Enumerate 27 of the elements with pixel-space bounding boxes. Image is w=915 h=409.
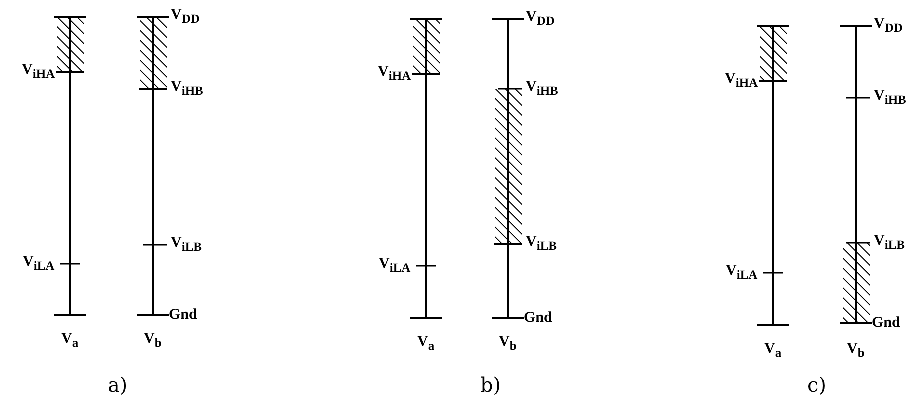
- axis-label: V$_{a}$: [418, 334, 435, 354]
- voltage-label: V$_{iHA}$: [378, 64, 412, 84]
- panel-caption: c): [808, 374, 827, 396]
- voltage-label: V$_{DD}$: [171, 6, 200, 28]
- voltage-label: V$_{iHA}$: [725, 70, 758, 92]
- voltage-label: V$_{iLB}$: [171, 234, 202, 256]
- axis-label: V$_{b}$: [144, 330, 162, 352]
- voltage-label: V$_{iLA}$: [379, 256, 411, 276]
- voltage-label: Gnd: [872, 314, 900, 332]
- voltage-label: V$_{iLB}$: [874, 232, 905, 254]
- axis-label: V$_{a}$: [62, 330, 79, 352]
- voltage-label: V$_{DD}$: [874, 16, 903, 36]
- voltage-label: V$_{iHB}$: [171, 78, 204, 100]
- voltage-label: Gnd: [524, 310, 552, 326]
- voltage-label: V$_{DD}$: [526, 8, 555, 30]
- voltage-label: V$_{iLB}$: [526, 234, 557, 254]
- voltage-label: V$_{iLA}$: [726, 262, 758, 284]
- voltage-label: V$_{iHA}$: [22, 62, 56, 82]
- voltage-label: V$_{iHB}$: [874, 88, 906, 108]
- panel-caption: b): [480, 374, 502, 396]
- axis-label: V$_{b}$: [847, 340, 865, 362]
- axis-label: V$_{a}$: [764, 340, 782, 362]
- voltage-label: V$_{iHB}$: [526, 78, 558, 100]
- panel-caption: a): [108, 374, 128, 396]
- voltage-label: Gnd: [169, 306, 198, 324]
- axis-label: V$_{b}$: [499, 334, 517, 354]
- voltage-label: V$_{iLA}$: [23, 254, 55, 274]
